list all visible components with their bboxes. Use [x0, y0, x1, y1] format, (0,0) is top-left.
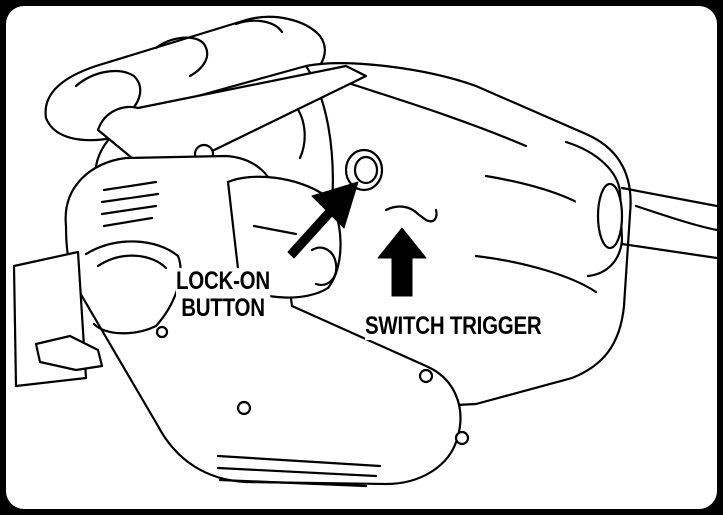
lock-on-button: [344, 148, 384, 192]
handle-and-cord: [564, 140, 717, 278]
arrow-to-switch-trigger: [377, 227, 427, 297]
lock-on-label-line-1: LOCK-ON: [176, 267, 270, 295]
arrow-to-lock-on-button: [287, 181, 359, 259]
diagram-panel: LOCK-ON BUTTON SWITCH TRIGGER: [6, 6, 717, 509]
lock-on-button-label: LOCK-ON BUTTON: [176, 268, 270, 322]
lock-on-label-line-2: BUTTON: [181, 294, 265, 322]
motor-cylinder: [226, 175, 342, 299]
switch-trigger: [384, 205, 438, 223]
tracking-knob: [12, 240, 182, 388]
belt-sander-illustration: [12, 15, 717, 488]
switch-trigger-label: SWITCH TRIGGER: [365, 312, 542, 340]
